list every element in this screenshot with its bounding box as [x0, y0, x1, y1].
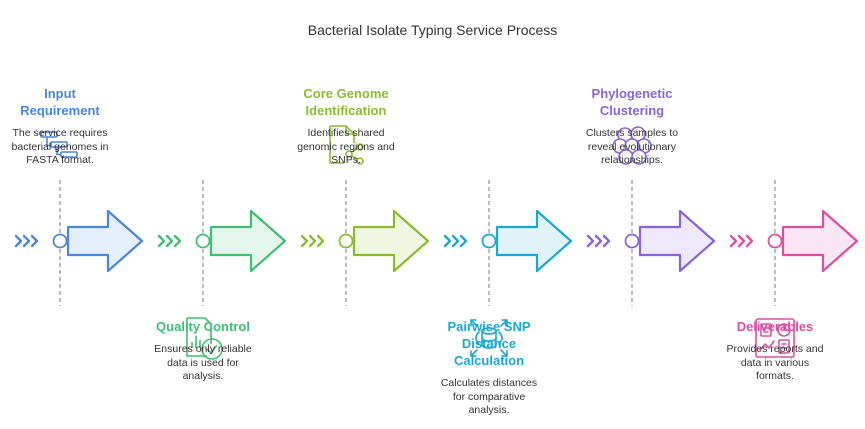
step-description-line: Calculates distances — [440, 377, 538, 389]
step-description-line: reveal evolutionary — [587, 140, 677, 153]
step-2 — [157, 180, 287, 360]
chevron-icon — [157, 234, 166, 248]
cluster-icon — [612, 126, 652, 165]
flowchart-icon — [40, 131, 78, 158]
chevron-icon — [165, 234, 174, 248]
step-3 — [300, 125, 430, 306]
chevron-icon — [300, 234, 309, 248]
chevron-icon — [14, 234, 23, 248]
node-circle — [52, 233, 68, 249]
database-expand-icon — [470, 319, 508, 357]
chevron-icon — [729, 234, 738, 248]
step-4 — [443, 180, 573, 357]
step-title: Deliverables — [700, 318, 850, 335]
step-description-line: analysis. — [468, 404, 510, 416]
chevron-icon — [737, 234, 746, 248]
step-description-line: analysis. — [182, 370, 224, 382]
chevron-icon — [443, 234, 452, 248]
diagram-title: Bacterial Isolate Typing Service Process — [307, 22, 558, 38]
chevron-icon — [30, 234, 39, 248]
step-title-line: Core Genome — [303, 86, 389, 101]
step-title-line: Quality Control — [156, 319, 250, 334]
report-dashboard-icon — [755, 318, 795, 358]
process-arrow — [352, 209, 430, 273]
step-description-line: genomic regions and — [297, 140, 395, 153]
step-description-line: for comparative — [452, 390, 526, 403]
node-circle — [624, 233, 640, 249]
document-check-icon — [186, 317, 223, 360]
step-title-line: Clustering — [599, 103, 665, 118]
step-description-line: Provides reports and — [726, 343, 824, 355]
step-description-line: Clusters samples to — [585, 127, 679, 139]
node-circle — [767, 233, 783, 249]
step-description-line: data in various — [740, 356, 810, 369]
step-5 — [586, 126, 716, 306]
process-arrow — [638, 209, 716, 273]
chevron-icon — [451, 234, 460, 248]
step-title: Quality Control — [128, 318, 278, 335]
chevron-icon — [173, 234, 182, 248]
process-arrow — [781, 209, 859, 273]
chevron-icon — [602, 234, 611, 248]
step-description-line: relationships. — [601, 154, 663, 166]
chevron-icon — [22, 234, 31, 248]
step-description-line: Identifies shared — [307, 127, 385, 139]
chevron-icon — [459, 234, 468, 248]
step-6 — [729, 180, 859, 358]
step-title-line: Distance — [461, 336, 517, 351]
chevron-icon — [745, 234, 754, 248]
step-description-line: bacterial genomes in — [11, 140, 109, 153]
step-title-line: Deliverables — [736, 319, 814, 334]
chevron-icon — [594, 234, 603, 248]
step-title-line: Input — [44, 86, 76, 101]
step-description-line: Ensures only reliable — [154, 343, 252, 355]
chevron-icon — [586, 234, 595, 248]
step-description-line: FASTA format. — [26, 154, 94, 166]
process-arrow — [495, 209, 573, 273]
step-title-line: Calculation — [453, 353, 525, 368]
process-arrow — [209, 209, 287, 273]
chevron-icon — [316, 234, 325, 248]
step-description-line: data is used for — [167, 356, 239, 369]
step-description-line: formats. — [756, 370, 794, 382]
step-title-line: Pairwise SNP — [447, 319, 531, 334]
step-title-line: Phylogenetic — [591, 86, 673, 101]
file-share-icon — [329, 125, 364, 165]
step-title-line: Requirement — [20, 103, 100, 118]
process-arrow — [66, 209, 144, 273]
step-1 — [14, 131, 144, 306]
node-circle — [481, 233, 497, 249]
node-circle — [195, 233, 211, 249]
step-description-line: SNPs. — [331, 154, 361, 166]
step-title-line: Identification — [305, 103, 387, 118]
chevron-icon — [308, 234, 317, 248]
node-circle — [338, 233, 354, 249]
step-description-line: The service requires — [12, 127, 108, 139]
